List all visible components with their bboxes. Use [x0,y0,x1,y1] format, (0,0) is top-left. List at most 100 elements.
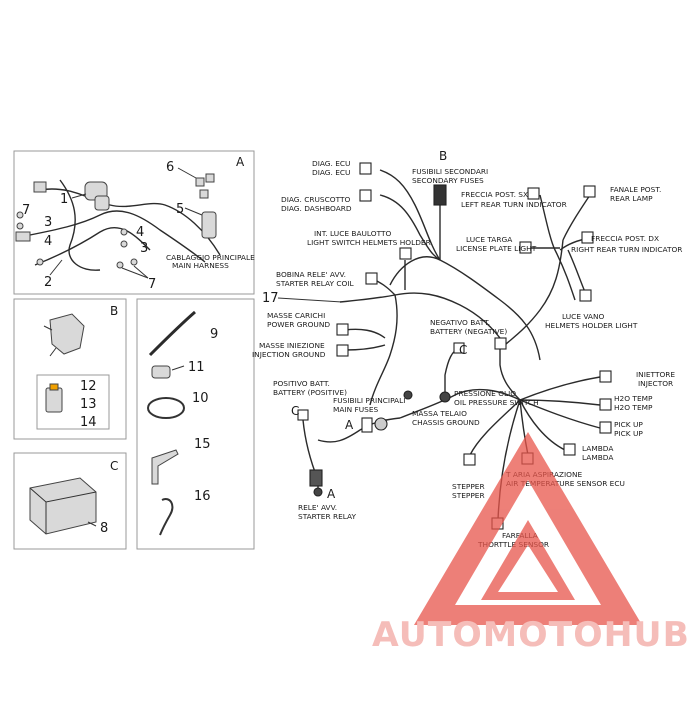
branch-masse-iniezione [344,344,386,351]
watermark: AUTOMOTOHUB [372,432,689,655]
chassis-ground-terminal [403,390,413,400]
branch-diag-dash [379,194,441,261]
panel-parts-frame [136,298,255,550]
label-int-luce-en: LIGHT SWITCH HELMETS HOLDER [307,238,431,247]
rear-bundle [504,239,564,346]
connector-diag-dash [359,189,372,202]
callout-line [121,267,149,279]
connector-diag-ecu [359,162,372,175]
screw [120,240,128,248]
connector-positivo [297,409,309,421]
part-11 [151,365,171,379]
branch-freccia-sx [539,194,576,301]
connector-main-fuses [361,417,373,433]
connector-lambda [563,443,576,456]
label-bobina-en: STARTER RELAY COIL [276,279,355,288]
cable-9 [148,310,196,357]
connector-negativo [453,342,465,354]
label-diag-dash: DIAG. CRUSCOTTO [281,195,350,204]
label-rele: RELE' AVV. [298,503,337,512]
caption-main-harness-en: MAIN HARNESS [172,261,229,270]
screw [116,261,124,269]
callout-16: 16 [194,489,211,504]
label-positivo-en: BATTERY (POSITIVE) [273,388,347,397]
callout-15: 15 [194,437,211,452]
callout-5: 5 [176,202,184,217]
callout-3: 3 [140,241,148,256]
panel-c: C 8 [13,452,127,550]
panel-b-letter: B [110,304,118,318]
bracket-15 [151,449,179,485]
panel-a: A 1 2 3 3 4 4 5 6 7 7 [13,150,255,295]
main-trunk [389,256,541,361]
panel-parts: 9 11 10 15 16 [136,298,255,550]
main-trunk [339,292,506,346]
branch-stepper [469,399,521,456]
terminal-negativo [439,391,451,403]
callout-9: 9 [210,327,218,342]
harness-wire [34,227,151,266]
label-iniettore: INIETTORE [636,370,675,379]
label-fusibili-sec: FUSIBILI SECONDARI [412,167,488,176]
branch-pickup [519,399,601,429]
branch-pressione [499,345,521,401]
callout-14: 14 [80,415,97,430]
label-pressione-en: OIL PRESSURE SWITCH [454,398,539,407]
screw [36,258,44,266]
label-luce-vano: LUCE VANO [562,312,605,321]
label-stepper: STEPPER [452,482,485,491]
battery-edges [29,487,97,534]
label-iniettore-en: INJECTOR [638,379,673,388]
harness-connector [94,195,110,211]
branch-lambda [519,399,566,451]
branch-negativo [444,347,461,392]
branch-h2o [519,399,601,406]
label-fusibili-princ: FUSIBILI PRINCIPALI [333,396,405,405]
screw [130,258,138,266]
connector-freccia-dx [581,231,594,244]
clip [195,177,205,187]
label-lambda-en: LAMBDA [582,453,613,462]
callout-line [184,207,203,216]
label-diag-ecu-en: DIAG. ECU [312,168,350,177]
callout-4: 4 [136,225,144,240]
callout-line [133,265,149,279]
diagram-letter-c: C [459,343,467,357]
label-diag-dash-en: DIAG. DASHBOARD [281,204,352,213]
label-h2o-en: H2O TEMP [614,403,653,412]
callout-line [49,259,63,276]
diagram-letter-c: C [291,404,299,418]
label-freccia-dx-en: RIGHT REAR TURN INDICATOR [571,245,682,254]
connector-pickup [599,421,612,434]
diagram-letter-a: A [327,487,336,501]
bundle-to-fuses [399,388,521,419]
label-fusibili-sec-en: SECONDARY FUSES [412,176,484,185]
branch-diag-ecu [379,169,441,261]
branch-masse-carichi [344,328,386,339]
harness-wire [39,188,221,256]
label-fanale: FANALE POST. [610,185,661,194]
fuse-box [49,313,85,355]
label-t-aria-en: AIR TEMPERATURE SENSOR ECU [506,479,625,488]
label-h2o: H2O TEMP [614,394,653,403]
label-positivo: POSITIVO BATT. [273,379,330,388]
callout-1: 1 [60,192,68,207]
label-freccia-sx-en: LEFT REAR TURN INDICATOR [461,200,567,209]
harness-connector [33,181,47,193]
fuse-box-leads [43,325,57,357]
label-lambda: LAMBDA [582,444,613,453]
callout-3: 3 [44,215,52,230]
connector-masse-carichi [336,323,349,336]
connector-pressione [494,337,507,350]
harness-wire [29,210,206,263]
branch-power [369,294,398,406]
label-masse-carichi-en: POWER GROUND [267,320,330,329]
main-fuse-holder [374,417,388,431]
clip-16 [159,498,174,536]
connector-luce-vano [579,289,592,302]
label-negativo: NEGATIVO BATT. [430,318,490,327]
branch-main-fuses [317,417,401,443]
callout-4: 4 [44,234,52,249]
